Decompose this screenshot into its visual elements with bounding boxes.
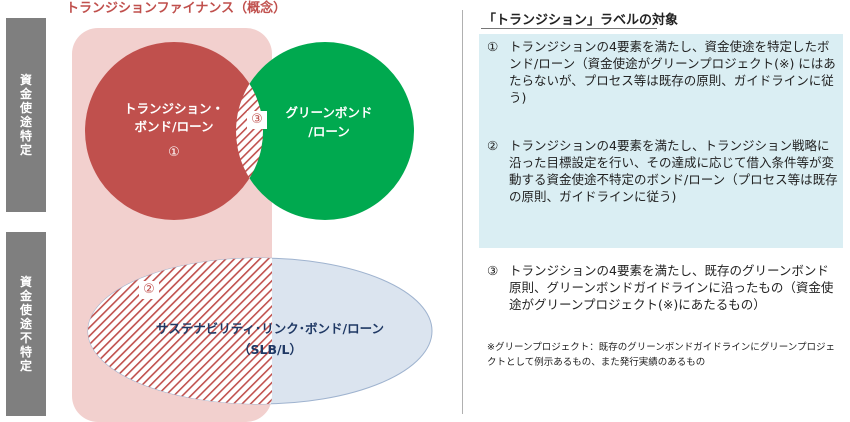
green-bond-label: グリーンボンド /ローン [277, 103, 381, 141]
marker-1: ① [168, 145, 180, 160]
slb-label-line1: サステナビリティ･リンク･ボンド/ローン [156, 321, 384, 336]
venn-diagram [72, 28, 433, 422]
item-1-number: ① [487, 39, 499, 54]
item-3-text: トランジションの4要素を満たし、既存のグリーンボンド原則、グリーンボンドガイドラ… [509, 263, 834, 312]
transition-bond-label-line2: ボンド/ローン [134, 119, 214, 134]
highlight-box [479, 34, 843, 248]
label-purpose-unspecified: 資金使途不特定 [6, 232, 46, 416]
list-item-2: ② トランジションの4要素を満たし、トランジション戦略に沿った目標設定を行い、そ… [487, 137, 839, 205]
diagram-header: トランジションファイナンス（概念） [66, 1, 287, 16]
panel-title: 「トランジション」ラベルの対象 [483, 13, 679, 28]
marker-2: ② [139, 281, 159, 299]
transition-bond-circle [85, 42, 263, 220]
panel-title-underline [481, 28, 657, 29]
green-bond-label-line1: グリーンボンド [285, 105, 373, 120]
slb-label: サステナビリティ･リンク･ボンド/ローン （SLB/L） [120, 318, 420, 360]
item-2-number: ② [487, 138, 499, 153]
footnote: ※グリーンプロジェクト：既存のグリーンボンドガイドラインにグリーンプロジェクトと… [487, 342, 835, 368]
transition-bond-label-line1: トランジション・ [123, 101, 224, 116]
item-1-text: トランジションの4要素を満たし、資金使途を特定したボンド/ローン（資金使途がグリ… [509, 39, 836, 105]
item-2-text: トランジションの4要素を満たし、トランジション戦略に沿った目標設定を行い、その達… [509, 138, 838, 204]
list-item-3: ③ トランジションの4要素を満たし、既存のグリーンボンド原則、グリーンボンドガイ… [487, 262, 839, 313]
green-bond-circle [236, 42, 414, 220]
marker-3: ③ [247, 111, 267, 129]
transition-bond-label: トランジション・ ボンド/ローン ① [112, 100, 236, 162]
green-bond-label-line2: /ローン [308, 124, 350, 139]
list-item-1: ① トランジションの4要素を満たし、資金使途を特定したボンド/ローン（資金使途が… [487, 38, 839, 106]
vertical-divider [462, 10, 463, 414]
slb-label-line2: （SLB/L） [237, 342, 303, 357]
item-3-number: ③ [487, 263, 499, 278]
label-purpose-specified: 資金使途特定 [6, 18, 46, 212]
